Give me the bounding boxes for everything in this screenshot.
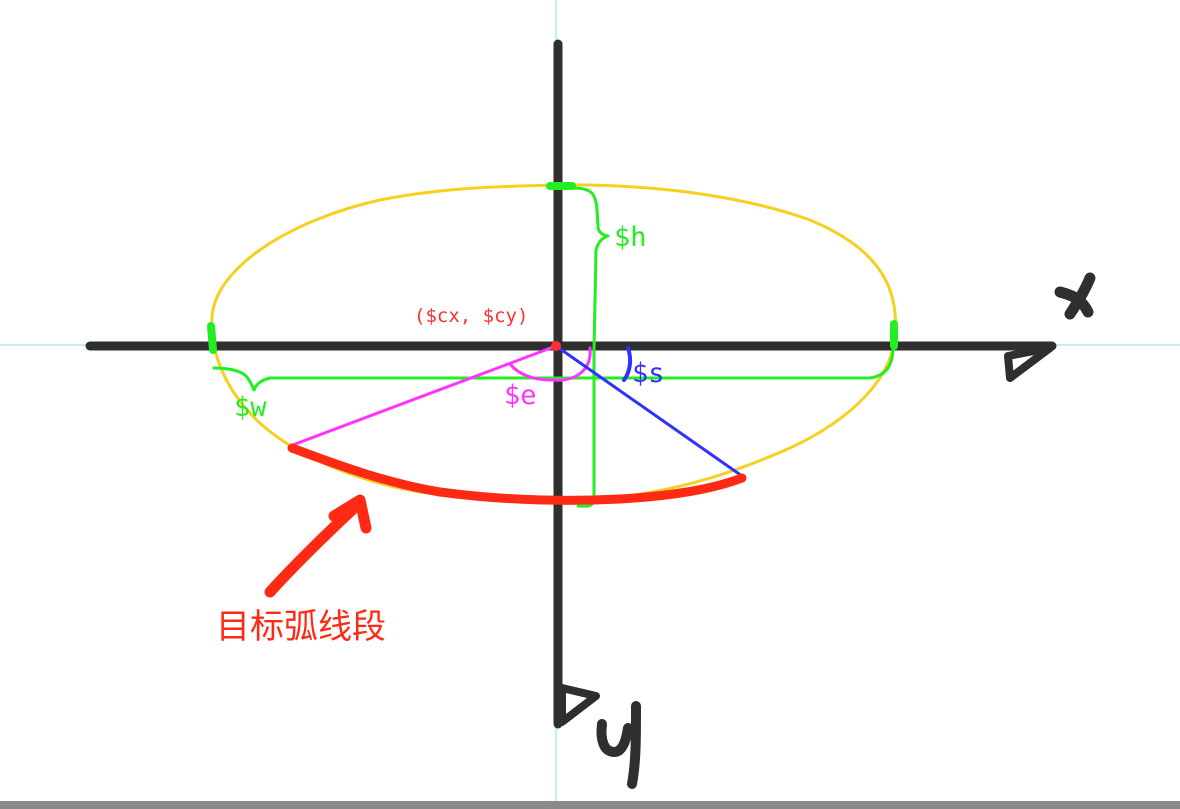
height-label: $h bbox=[614, 222, 647, 253]
ellipse-outline bbox=[210, 183, 898, 502]
start-angle-arc bbox=[622, 346, 633, 382]
center-label: ($cx, $cy) bbox=[414, 305, 528, 327]
target-arc-segment bbox=[287, 443, 747, 505]
start-angle-label: $s bbox=[632, 358, 665, 389]
x-axis-arrowhead bbox=[1004, 344, 1054, 382]
width-bracket bbox=[212, 348, 895, 392]
x-axis-letter bbox=[1054, 272, 1096, 320]
x-axis-label: x bbox=[1118, 289, 1119, 291]
y-axis-label: y bbox=[650, 789, 651, 791]
width-label: $w bbox=[234, 392, 267, 423]
bottom-border-bar bbox=[0, 801, 1180, 809]
y-axis-arrowhead bbox=[558, 684, 600, 726]
end-angle-line bbox=[289, 344, 557, 448]
end-angle-arc bbox=[508, 346, 592, 382]
end-angle-label: $e bbox=[504, 380, 537, 411]
target-arc-label: 目标弧线段 bbox=[216, 607, 386, 647]
target-arrow bbox=[264, 494, 372, 598]
left-intersection-marker bbox=[207, 322, 217, 354]
y-axis-letter bbox=[596, 701, 641, 789]
start-angle-line bbox=[555, 344, 743, 478]
center-point bbox=[551, 341, 561, 351]
